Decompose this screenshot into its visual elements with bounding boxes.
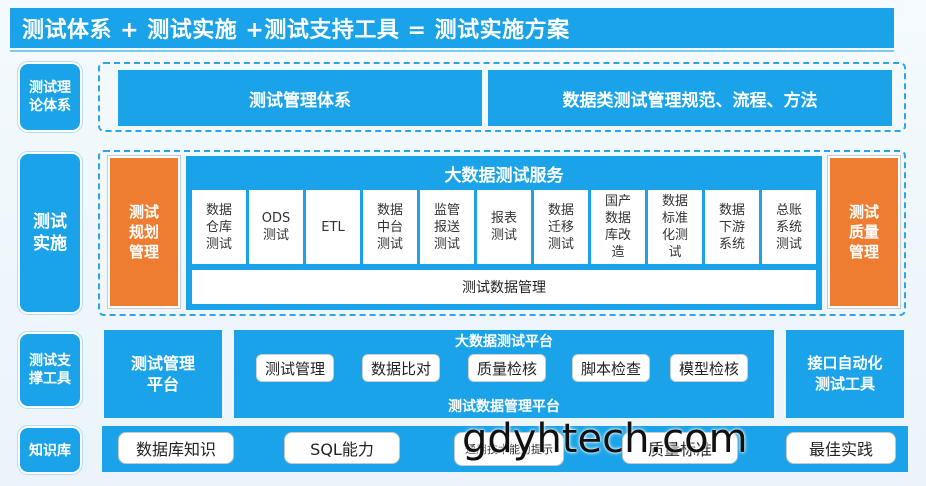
interface-automation-tool: 接口自动化 测试工具 (786, 330, 904, 418)
theory-item-management-system: 测试管理体系 (118, 70, 482, 126)
tool-script-check: 脚本检查 (572, 354, 650, 382)
test-quality-management: 测试 质量 管理 (827, 155, 901, 309)
service-item: 国产 数据 库改 造 (591, 190, 645, 264)
implementation-container (98, 150, 906, 316)
row-label-theory: 测试理 论体系 (17, 61, 83, 133)
kb-quality-standard: 质量标准 (622, 432, 738, 464)
service-item: 总账 系统 测试 (762, 190, 816, 264)
row-label-knowledge: 知识库 (17, 425, 83, 475)
tool-data-compare: 数据比对 (362, 354, 440, 382)
kb-database-knowledge: 数据库知识 (118, 432, 234, 464)
page-title: 测试体系 + 测试实施 +测试支持工具 = 测试实施方案 (22, 18, 570, 43)
kb-general-tech: 通用技术能力提示 (454, 432, 564, 466)
watermark: gdyhtech.com (462, 416, 748, 462)
service-item: ETL (306, 190, 360, 264)
service-item: 数据 迁移 测试 (534, 190, 588, 264)
service-item: 监管 报送 测试 (420, 190, 474, 264)
row-label-tools: 测试支 撑工具 (17, 331, 83, 409)
service-item: 报表 测试 (477, 190, 531, 264)
big-data-test-platform-title: 大数据测试平台 (455, 334, 553, 350)
test-data-management: 测试数据管理 (192, 270, 816, 304)
kb-best-practice: 最佳实践 (786, 432, 896, 464)
service-item: 数据 仓库 测试 (192, 190, 246, 264)
theory-item-standards: 数据类测试管理规范、流程、方法 (488, 70, 892, 126)
tool-quality-check: 质量检核 (468, 354, 546, 382)
kb-sql-ability: SQL能力 (284, 432, 400, 464)
row-label-implementation: 测试 实施 (17, 151, 83, 315)
tool-test-management: 测试管理 (256, 354, 334, 382)
test-planning-management: 测试 规划 管理 (107, 155, 181, 309)
test-data-management-platform: 测试数据管理平台 (448, 399, 560, 415)
service-item: 数据 下游 系统 (705, 190, 759, 264)
tool-model-check: 模型检核 (670, 354, 748, 382)
service-item: 数据 中台 测试 (363, 190, 417, 264)
service-item: 数据 标准 化测 试 (648, 190, 702, 264)
service-item: ODS 测试 (249, 190, 303, 264)
theory-container (98, 62, 906, 132)
title-divider (10, 50, 894, 52)
title-bar: 测试体系 + 测试实施 +测试支持工具 = 测试实施方案 (10, 8, 894, 48)
test-management-platform: 测试管理 平台 (104, 330, 222, 418)
big-data-test-service-title: 大数据测试服务 (444, 165, 564, 186)
